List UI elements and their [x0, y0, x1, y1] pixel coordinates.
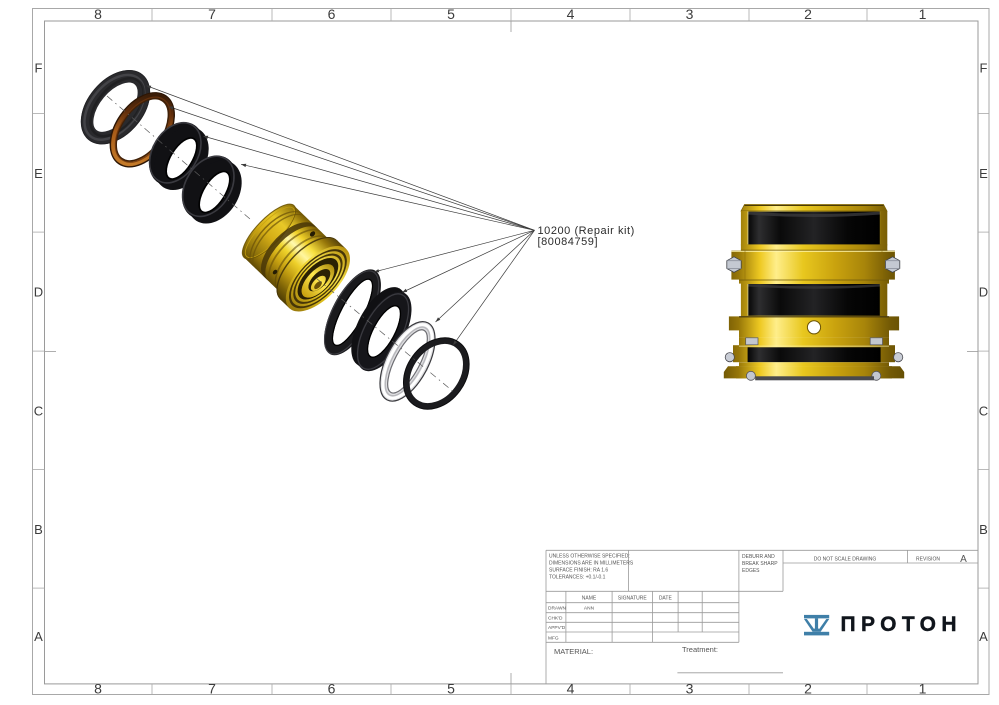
svg-text:1: 1 [919, 6, 927, 22]
svg-text:2: 2 [804, 6, 812, 22]
svg-text:E: E [979, 166, 988, 181]
svg-text:ANN: ANN [584, 606, 595, 612]
svg-text:8: 8 [94, 6, 102, 22]
svg-text:SURFACE FINISH: RA 1.6: SURFACE FINISH: RA 1.6 [549, 568, 608, 574]
svg-text:D: D [979, 285, 988, 300]
svg-text:DATE: DATE [659, 596, 673, 602]
svg-text:CHK'D: CHK'D [548, 615, 563, 621]
svg-text:5: 5 [447, 680, 455, 696]
svg-text:4: 4 [567, 6, 575, 22]
svg-text:6: 6 [328, 6, 336, 22]
svg-text:C: C [34, 403, 43, 418]
svg-text:F: F [35, 60, 43, 75]
svg-text:A: A [960, 554, 967, 565]
svg-text:DO NOT SCALE DRAWING: DO NOT SCALE DRAWING [814, 557, 877, 563]
svg-text:E: E [34, 166, 43, 181]
svg-text:10200 (Repair kit): 10200 (Repair kit) [538, 225, 635, 237]
svg-text:C: C [979, 403, 988, 418]
svg-text:D: D [34, 285, 43, 300]
svg-text:APPV'D: APPV'D [548, 625, 566, 631]
svg-text:7: 7 [208, 680, 216, 696]
svg-text:3: 3 [686, 6, 694, 22]
svg-text:2: 2 [804, 680, 812, 696]
svg-text:B: B [979, 522, 988, 537]
svg-text:B: B [34, 522, 43, 537]
svg-text:MATERIAL:: MATERIAL: [554, 647, 593, 656]
svg-text:BREAK SHARP: BREAK SHARP [742, 561, 778, 567]
svg-text:6: 6 [328, 680, 336, 696]
svg-text:SIGNATURE: SIGNATURE [618, 596, 647, 602]
svg-text:MFG: MFG [548, 635, 559, 641]
svg-text:Treatment:: Treatment: [682, 645, 718, 654]
svg-text:1: 1 [919, 680, 927, 696]
svg-text:A: A [979, 629, 988, 644]
svg-text:DIMENSIONS ARE IN MILLIMETERS: DIMENSIONS ARE IN MILLIMETERS [549, 561, 634, 567]
svg-text:UNLESS OTHERWISE SPECIFIED:: UNLESS OTHERWISE SPECIFIED: [549, 554, 630, 560]
svg-text:8: 8 [94, 680, 102, 696]
svg-text:NAME: NAME [582, 596, 597, 602]
svg-text:7: 7 [208, 6, 216, 22]
svg-text:F: F [980, 60, 988, 75]
svg-text:DRAWN: DRAWN [548, 606, 566, 612]
svg-text:4: 4 [567, 680, 575, 696]
svg-text:TOLERANCES: +0.1/-0.1: TOLERANCES: +0.1/-0.1 [549, 575, 606, 581]
svg-text:A: A [34, 629, 43, 644]
svg-text:5: 5 [447, 6, 455, 22]
svg-text:3: 3 [686, 680, 694, 696]
svg-text:DEBURR AND: DEBURR AND [742, 554, 775, 560]
svg-text:REVISION: REVISION [916, 557, 940, 563]
svg-text:[80084759]: [80084759] [538, 236, 599, 248]
svg-text:EDGES: EDGES [742, 568, 760, 574]
